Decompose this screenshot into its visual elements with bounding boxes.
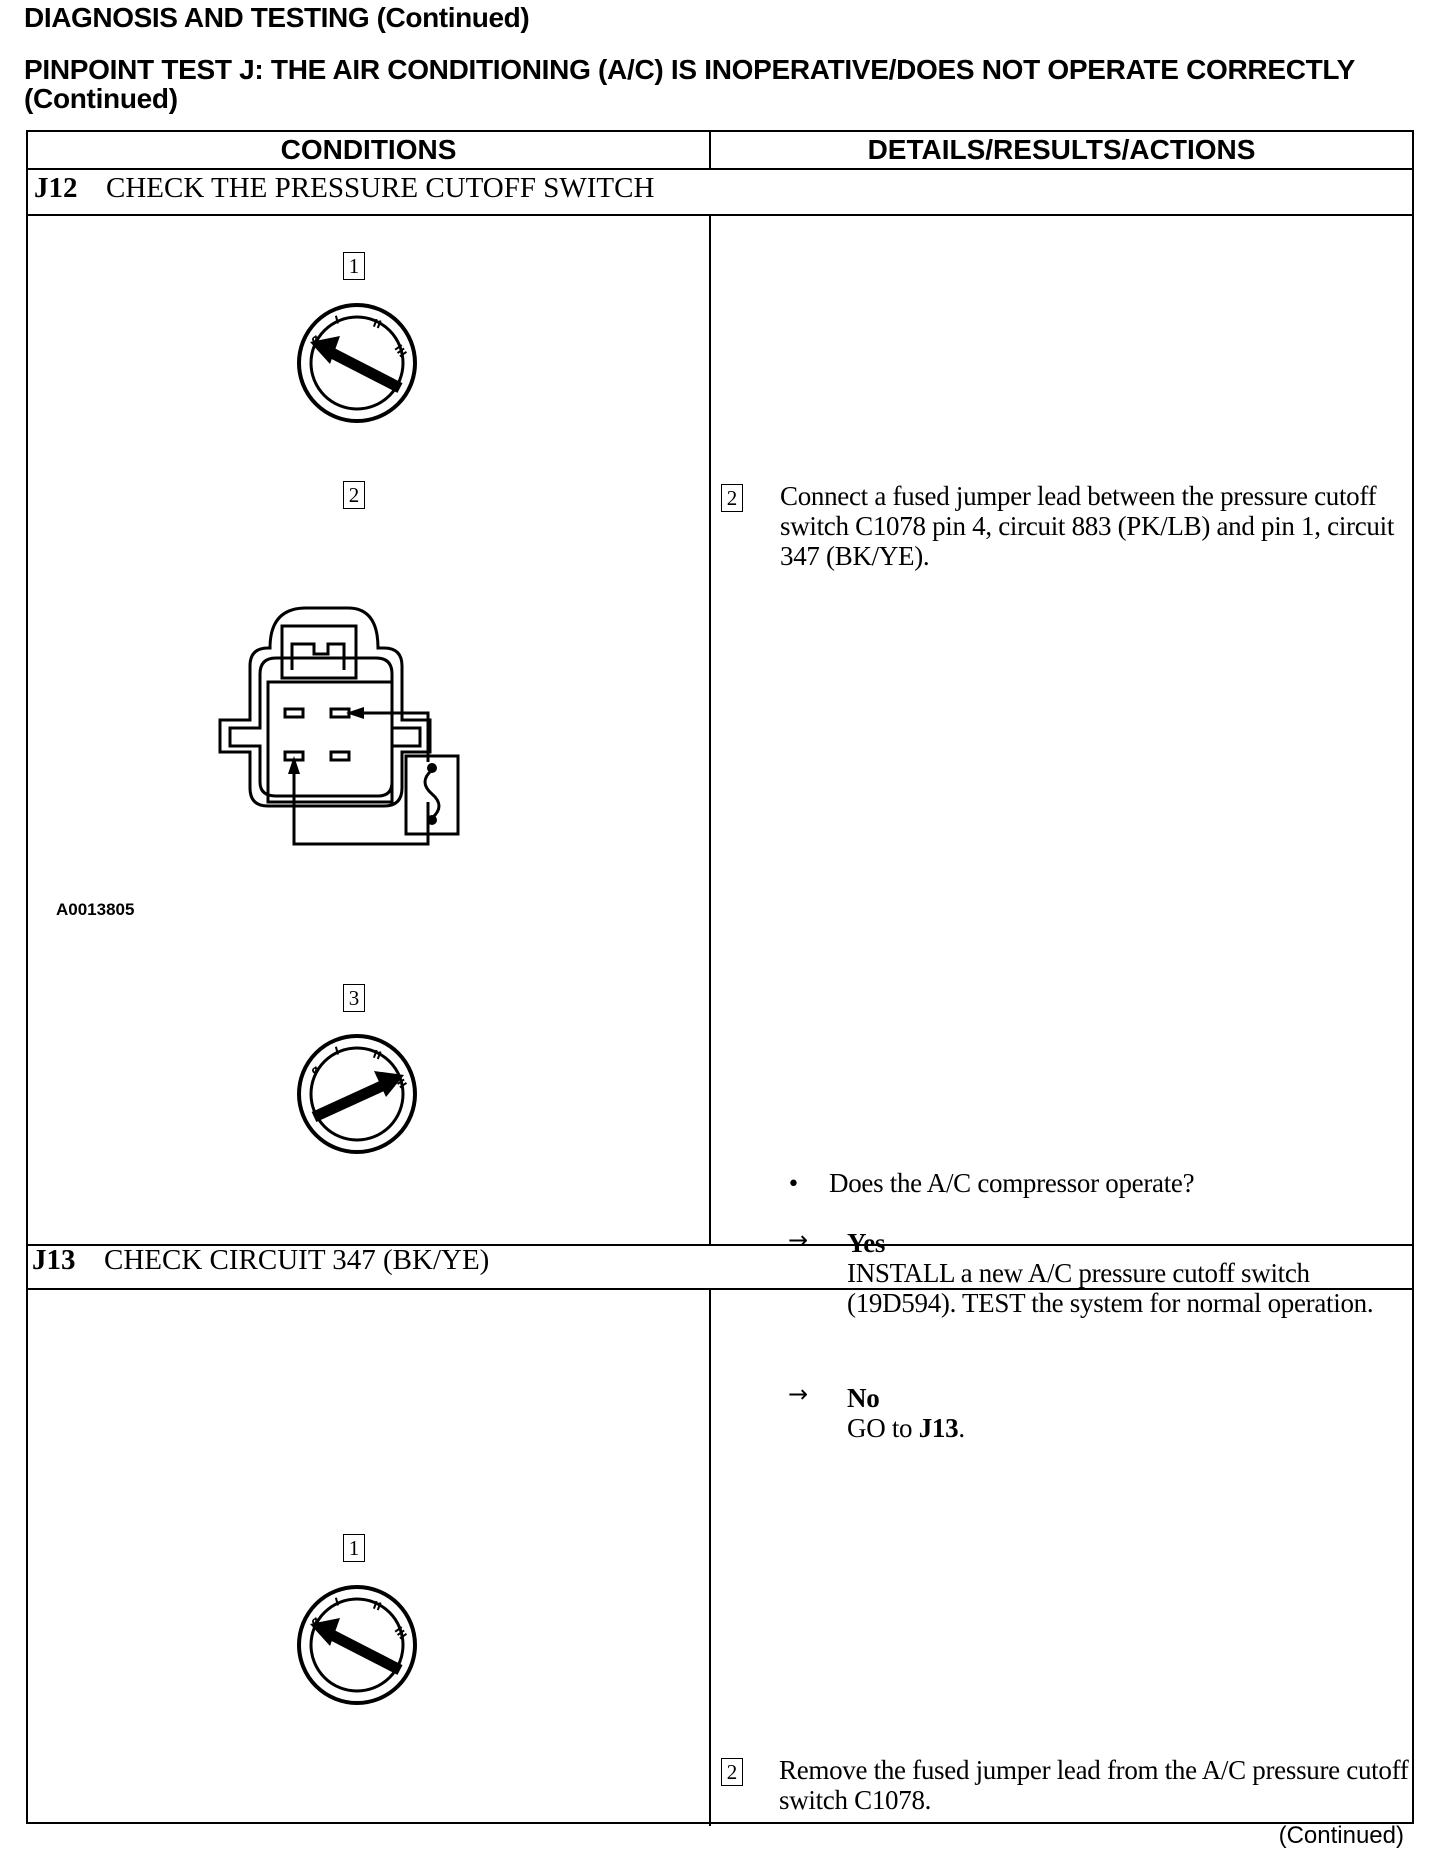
- result-no-action-prefix: GO to: [847, 1413, 919, 1443]
- section-title: CHECK CIRCUIT 347 (BK/YE): [104, 1244, 490, 1276]
- test-question: Does the A/C compressor operate?: [829, 1168, 1195, 1198]
- result-no-action-link[interactable]: J13: [918, 1413, 959, 1443]
- row-divider: [28, 1244, 1412, 1246]
- row-divider: [28, 214, 1412, 216]
- column-divider: [709, 1290, 711, 1826]
- column-header-conditions: CONDITIONS: [280, 134, 457, 165]
- result-yes-action: INSTALL a new A/C pressure cutoff switch…: [847, 1258, 1374, 1318]
- svg-text:III: III: [392, 342, 410, 360]
- step-number-box: 2: [721, 484, 743, 512]
- result-no-action-suffix: .: [958, 1413, 965, 1443]
- step-number-box: 1: [343, 1534, 365, 1562]
- svg-text:I: I: [333, 313, 340, 327]
- section-title: CHECK THE PRESSURE CUTOFF SWITCH: [106, 172, 655, 204]
- step-number-box: 3: [343, 984, 365, 1012]
- section-title-j12: J12 CHECK THE PRESSURE CUTOFF SWITCH: [34, 172, 654, 205]
- arrow-right-icon: →: [788, 1380, 809, 1408]
- result-yes-label: Yes: [847, 1228, 886, 1258]
- result-no: No GO to J13.: [847, 1383, 1407, 1443]
- step-number-box: 1: [343, 252, 365, 280]
- column-divider: [709, 132, 711, 168]
- svg-text:I: I: [333, 1595, 340, 1609]
- continued-footer: (Continued): [1278, 1822, 1404, 1849]
- section-title-j13: J13 CHECK CIRCUIT 347 (BK/YE): [32, 1244, 489, 1277]
- page-heading: DIAGNOSIS AND TESTING (Continued): [24, 2, 530, 33]
- result-no-label: No: [847, 1383, 880, 1413]
- column-header-details: DETAILS/RESULTS/ACTIONS: [867, 134, 1256, 165]
- figure-id: A0013805: [56, 900, 135, 919]
- ignition-switch-off-icon: ø I II III: [297, 303, 417, 423]
- step-number-box: 2: [343, 481, 365, 509]
- section-id: J13: [32, 1244, 76, 1276]
- connector-jumper-diagram: [218, 606, 460, 846]
- bullet-icon: •: [787, 1172, 800, 1197]
- step-instruction: Connect a fused jumper lead between the …: [780, 481, 1395, 571]
- svg-text:III: III: [392, 1624, 410, 1642]
- result-yes: Yes INSTALL a new A/C pressure cutoff sw…: [847, 1228, 1407, 1318]
- ignition-switch-off-icon: ø I II III: [297, 1585, 417, 1705]
- row-divider: [28, 168, 1412, 170]
- arrow-right-icon: →: [788, 1226, 809, 1254]
- svg-text:I: I: [333, 1044, 340, 1058]
- column-divider: [709, 216, 711, 1246]
- step-number-box: 2: [721, 1758, 743, 1786]
- section-id: J12: [34, 172, 78, 204]
- pinpoint-test-title: PINPOINT TEST J: THE AIR CONDITIONING (A…: [24, 54, 1355, 114]
- ignition-switch-run-icon: ø I II III: [297, 1034, 417, 1154]
- step-instruction: Remove the fused jumper lead from the A/…: [779, 1755, 1409, 1815]
- row-divider: [28, 1288, 1412, 1290]
